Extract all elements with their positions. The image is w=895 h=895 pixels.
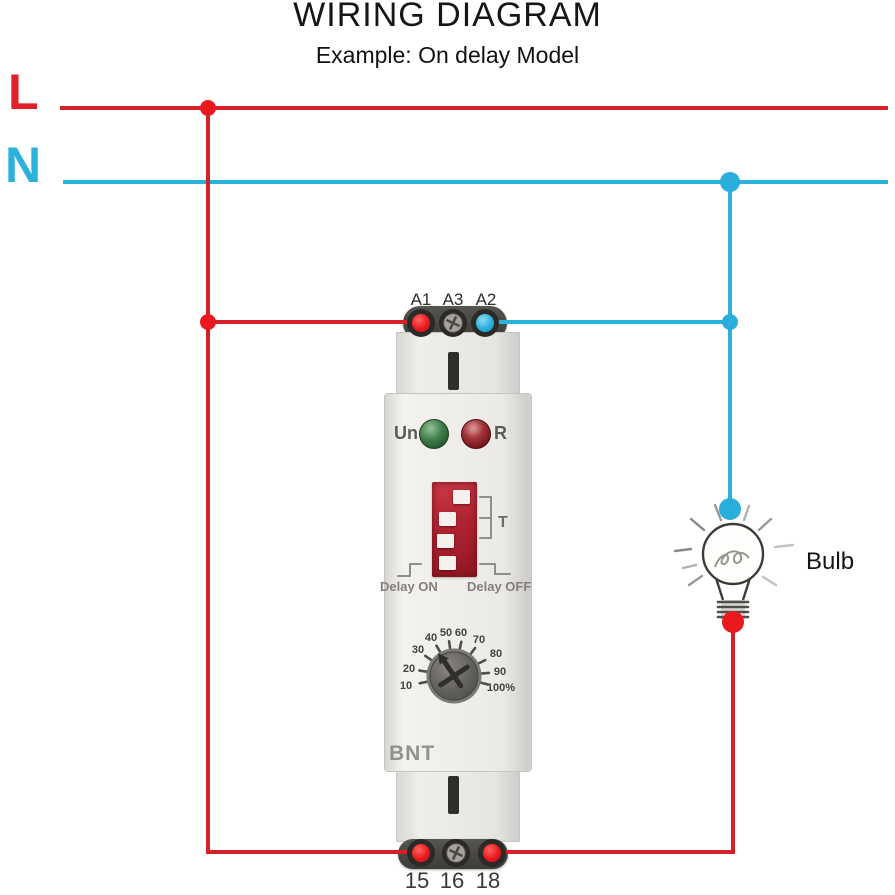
dip-switch-3-handle — [437, 534, 454, 548]
bulb-glass — [701, 522, 765, 586]
relay-led-label: R — [494, 423, 507, 443]
page-subtitle: Example: On delay Model — [315, 42, 580, 68]
bulb-label: Bulb — [806, 548, 855, 575]
bulb-neck — [714, 577, 752, 601]
terminal-15 — [407, 839, 435, 867]
dial-scale-40: 40 — [424, 632, 438, 644]
junction-live-top — [200, 100, 216, 116]
wire-18-to-bulb — [495, 850, 735, 854]
dial-scale-50: 50 — [439, 627, 453, 639]
wire-live-to-a1 — [206, 320, 418, 324]
live-line-label: L — [8, 64, 39, 120]
delay-off-label: Delay OFF — [467, 579, 532, 594]
dial-scale-20: 20 — [402, 663, 416, 675]
terminal-label-18: 18 — [475, 868, 501, 893]
wire-neutral-vertical — [728, 182, 732, 510]
body-print-symbols — [397, 496, 511, 577]
wire-live-vertical-left — [206, 106, 210, 854]
terminal-a2 — [471, 309, 499, 337]
terminal-16 — [442, 839, 470, 867]
dial-scale-100: 100% — [486, 682, 516, 694]
time-bracket — [479, 496, 492, 539]
terminal-a1-wire-dot — [412, 314, 430, 332]
dial-scale-70: 70 — [472, 634, 486, 646]
delay-on-symbol — [397, 563, 422, 577]
dial-scale-80: 80 — [489, 648, 503, 660]
rotary-dial — [418, 640, 491, 704]
delay-off-symbol — [479, 563, 511, 575]
wire-bulb-return-vertical — [731, 618, 735, 854]
dial-scale-30: 30 — [411, 644, 425, 656]
terminal-label-a1: A1 — [410, 290, 432, 309]
dip-switch-2-handle — [439, 512, 456, 526]
dip-switch-1-handle — [453, 490, 470, 504]
junction-a1-branch — [200, 314, 216, 330]
dip-switch — [432, 482, 477, 577]
wire-live-horizontal — [60, 106, 888, 110]
dip-switch-4-handle — [439, 556, 456, 570]
relay-led-red — [461, 419, 491, 449]
device-bottom-slot — [448, 776, 459, 814]
bulb-bottom-connection-dot — [722, 611, 744, 633]
device-top-slot — [448, 352, 459, 390]
screw-icon — [443, 313, 463, 333]
terminal-a2-wire-dot — [476, 314, 494, 332]
terminal-a3 — [439, 309, 467, 337]
power-led-green — [419, 419, 449, 449]
time-bracket-label: T — [498, 514, 508, 531]
terminal-a1 — [407, 309, 435, 337]
dial-ticks — [418, 640, 491, 686]
terminal-18-wire-dot — [483, 844, 501, 862]
page-title: WIRING DIAGRAM — [293, 0, 602, 34]
wire-bottom-to-15 — [206, 850, 418, 854]
junction-neutral-top — [720, 172, 740, 192]
wire-neutral-horizontal — [63, 180, 888, 184]
terminal-label-16: 16 — [439, 868, 465, 893]
wire-a2-to-neutral — [490, 320, 732, 324]
power-led-label: Un — [394, 423, 418, 443]
screw-icon — [446, 843, 466, 863]
dial-pointer-arrow — [438, 657, 470, 689]
timer-relay-body — [385, 394, 531, 771]
dial-pointer-head — [438, 653, 449, 665]
bulb-rays — [673, 503, 795, 587]
delay-on-label: Delay ON — [380, 579, 438, 594]
brand-label: BNT — [389, 742, 436, 765]
neutral-line-label: N — [5, 137, 42, 193]
terminal-15-wire-dot — [412, 844, 430, 862]
terminal-label-a2: A2 — [475, 290, 497, 309]
terminal-18 — [478, 839, 506, 867]
bulb-top-connection-dot — [719, 498, 741, 520]
bulb-filament — [714, 550, 750, 568]
junction-a2-branch — [722, 314, 738, 330]
terminal-label-15: 15 — [404, 868, 430, 893]
dial-scale-90: 90 — [493, 666, 507, 678]
dial-scale-60: 60 — [454, 627, 468, 639]
terminal-label-a3: A3 — [442, 290, 464, 309]
dial-scale-10: 10 — [399, 680, 413, 692]
